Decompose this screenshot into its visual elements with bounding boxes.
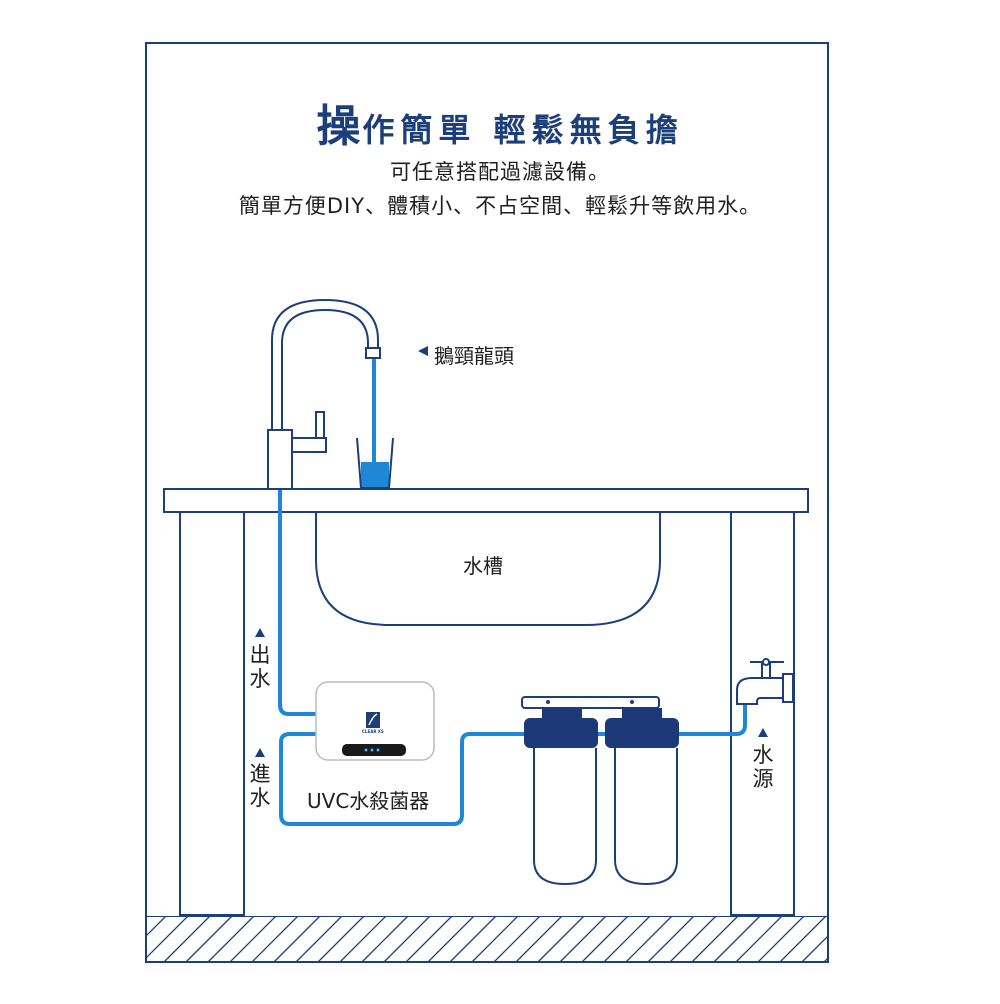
countertop [163, 488, 809, 513]
hatch-line [559, 916, 607, 962]
hatch-line [383, 916, 431, 962]
source-pipe [675, 696, 747, 736]
faucet-arrow-icon [418, 346, 428, 356]
hatch-line [229, 916, 277, 962]
hatch-line [427, 916, 475, 962]
inlet-arrow-icon [255, 748, 265, 757]
gooseneck-faucet-icon [267, 298, 381, 490]
water-source-label: 水源 [752, 743, 774, 791]
hatch-line [846, 916, 892, 962]
hatch-line [647, 916, 695, 962]
hatch-line [147, 916, 167, 936]
hatch-line [185, 916, 233, 962]
hatch-line [207, 916, 255, 962]
hatch-line [779, 916, 827, 962]
sink-label: 水槽 [463, 554, 503, 578]
sink-basin [315, 512, 661, 626]
hatch-line [691, 916, 739, 962]
hatch-line [273, 916, 321, 962]
uvc-device-icon [315, 681, 435, 761]
outer-frame [145, 42, 829, 963]
inlet-pipe [279, 732, 527, 826]
glass-icon [356, 437, 394, 489]
hatch-line [713, 916, 761, 962]
hatch-line [801, 936, 827, 962]
outlet-label: 出水 [249, 643, 271, 691]
hatch-line [339, 916, 387, 962]
title-rest: 作簡單 輕鬆無負擔 [362, 111, 684, 149]
hatch-line [471, 916, 519, 962]
hatch-line [823, 958, 827, 962]
subtitle-line-1: 可任意搭配過濾設備。 [390, 160, 610, 184]
hatch-line [669, 916, 717, 962]
outlet-pipe [278, 486, 318, 716]
hatch-line [449, 916, 497, 962]
water-lines [278, 358, 747, 826]
hatch-line [581, 916, 629, 962]
hatch-line [493, 916, 541, 962]
hatch-line [735, 916, 783, 962]
hatch-line [515, 916, 563, 962]
hatch-line [251, 916, 299, 962]
device-logo-text: CLEAR XS [362, 729, 384, 734]
tap-icon [736, 658, 794, 705]
hatch-line [625, 916, 673, 962]
faucet-label: 鵝頸龍頭 [434, 344, 514, 368]
cabinet-left-wall [179, 511, 245, 916]
hatch-line [147, 916, 189, 958]
filter-housing-icon [521, 696, 679, 886]
floor-hatch [147, 916, 892, 962]
hatch-line [317, 916, 365, 962]
cabinet-right-wall [730, 511, 795, 916]
device-label: UVC水殺菌器 [307, 789, 430, 813]
hatch-line [757, 916, 805, 962]
hatch-line [163, 916, 211, 962]
outlet-arrow-icon [255, 628, 265, 637]
source-arrow-icon [758, 728, 768, 737]
hatch-line [361, 916, 409, 962]
subtitle-line-2: 簡單方便DIY、體積小、不占空間、輕鬆升等飲用水。 [238, 194, 762, 218]
hatch-line [405, 916, 453, 962]
page-title: 操作簡單 輕鬆無負擔 [0, 90, 1000, 154]
inlet-label: 進水 [249, 762, 271, 810]
hatch-line [603, 916, 651, 962]
title-emphasis: 操 [316, 101, 363, 152]
hatch-line [537, 916, 585, 962]
hatch-line [295, 916, 343, 962]
